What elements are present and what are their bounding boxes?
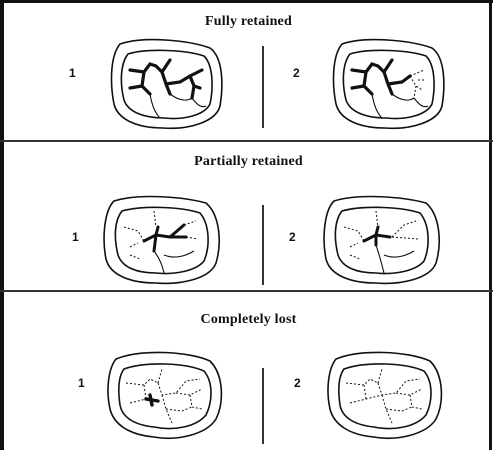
sealant-fissures <box>364 227 390 245</box>
unsealed-fissures <box>126 369 202 423</box>
sealant-fissures <box>130 60 202 98</box>
panel-title: Partially retained <box>4 154 493 170</box>
tooth-occlusal-outline <box>339 364 431 429</box>
tooth-occlusal-outline <box>119 364 211 429</box>
vertical-divider <box>262 368 264 444</box>
sealant-fissures <box>144 225 186 251</box>
panel-title: Fully retained <box>4 14 493 30</box>
sealant-residue <box>146 395 158 405</box>
diagram-label: 2 <box>289 230 296 244</box>
tooth-occlusal-outline <box>115 207 208 273</box>
tooth-diagram <box>100 193 225 285</box>
tooth-outer-outline <box>324 197 439 284</box>
sealant-fissures <box>352 60 410 94</box>
tooth-diagram <box>106 349 226 441</box>
diagram-label: 1 <box>72 230 79 244</box>
tooth-diagram <box>330 36 450 131</box>
vertical-divider <box>262 205 264 285</box>
tooth-diagram <box>320 193 445 285</box>
unsealed-fissures <box>346 369 422 423</box>
cusp-boundaries <box>376 245 414 273</box>
diagram-label: 2 <box>294 376 301 390</box>
vertical-divider <box>262 46 264 128</box>
tooth-outer-outline <box>104 197 219 284</box>
tooth-outer-outline <box>108 352 221 438</box>
tooth-diagram <box>326 349 446 441</box>
diagram-label: 1 <box>69 66 76 80</box>
tooth-outer-outline <box>328 352 441 438</box>
panel-title: Completely lost <box>4 312 493 328</box>
diagram-label: 1 <box>78 376 85 390</box>
diagram-label: 2 <box>293 66 300 80</box>
unsealed-fissures <box>410 70 426 98</box>
tooth-diagram <box>108 36 228 131</box>
